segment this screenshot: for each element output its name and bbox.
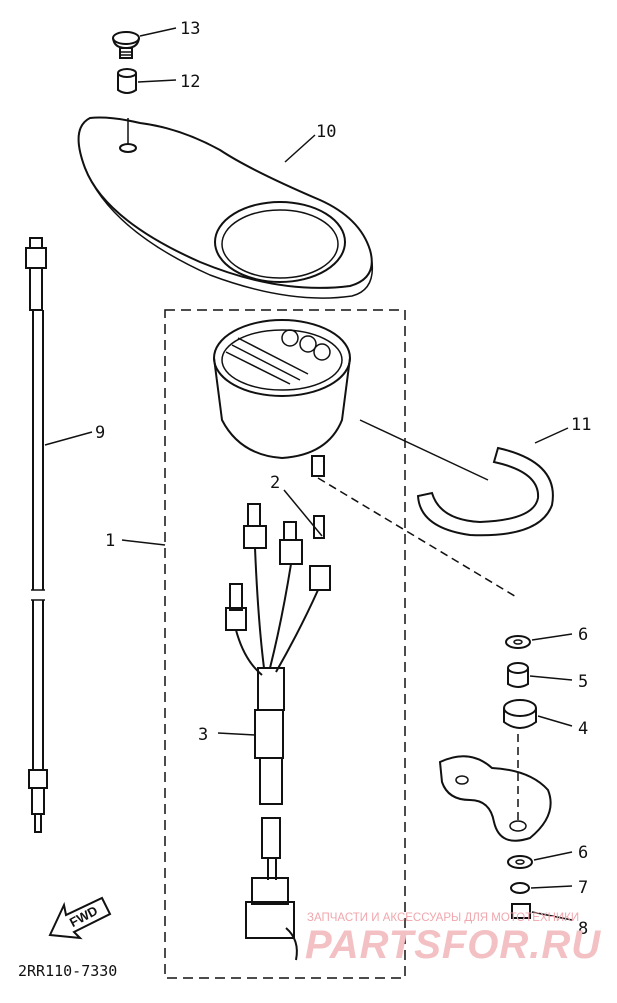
watermark-caption: ЗАПЧАСТИ И АКСЕССУАРЫ ДЛЯ МОТОТЕХНИКИ: [307, 912, 579, 924]
part-code: 2RR110-7330: [18, 962, 117, 980]
callout-1: 1: [105, 531, 115, 551]
wiring-harness: [217, 489, 331, 961]
callout-10: 10: [316, 122, 336, 142]
callout-6b: 6: [578, 843, 588, 863]
part-11-ring: [416, 427, 569, 537]
callout-11: 11: [571, 415, 591, 435]
callout-7: 7: [578, 878, 588, 898]
watermark-logo: PARTSFOR.RU: [305, 923, 601, 967]
leader-1: [121, 539, 166, 546]
part-10-cover-plate: [77, 116, 374, 299]
callout-2: 2: [270, 473, 280, 493]
part-9-cable: [25, 237, 93, 833]
callout-5: 5: [578, 672, 588, 692]
callout-9: 9: [95, 423, 105, 443]
fwd-arrow-icon: FWD: [48, 896, 112, 940]
callout-4: 4: [578, 719, 588, 739]
callout-8: 8: [578, 919, 588, 939]
callout-6a: 6: [578, 625, 588, 645]
mount-stack: [438, 633, 573, 921]
kit-boundary: [164, 309, 406, 979]
callout-12: 12: [180, 72, 200, 92]
speedometer-gauge: [213, 319, 519, 599]
part-12-collar: [117, 68, 177, 94]
part-13-screw: [112, 27, 177, 59]
callout-3: 3: [198, 725, 208, 745]
fwd-label: FWD: [67, 903, 100, 930]
callout-13: 13: [180, 19, 200, 39]
